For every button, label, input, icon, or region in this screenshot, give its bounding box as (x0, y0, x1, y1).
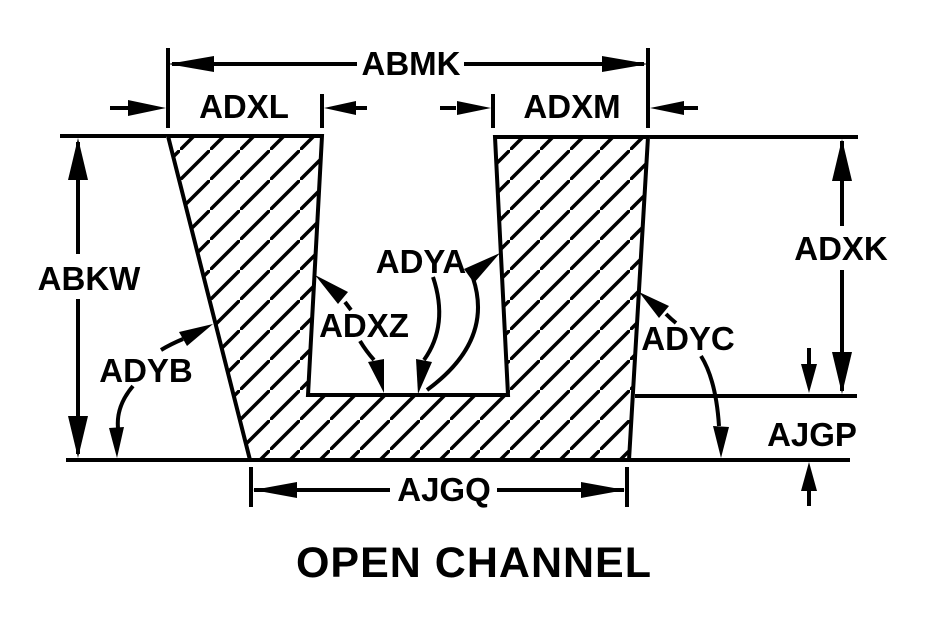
callout-adyb: ADYB (99, 324, 213, 458)
arrowhead-to-inner-left-wall (315, 275, 348, 304)
channel-cross-section-shape (165, 134, 651, 462)
dim-label-adxk: ADXK (794, 230, 888, 267)
arrowhead-left-pointing (324, 101, 356, 115)
arrowhead-to-outer-left-wall (179, 324, 213, 346)
leader-line (343, 300, 353, 312)
arrowhead-up (68, 138, 88, 180)
dim-adxm: ADXM (440, 88, 698, 128)
arrowhead-left-pointing (650, 101, 684, 115)
leader-line (422, 276, 442, 362)
leader-line (358, 339, 376, 362)
callout-adyc: ADYC (639, 292, 735, 458)
arrowhead-left (168, 56, 214, 72)
dim-label-adxm: ADXM (523, 88, 620, 125)
arrowhead-right-pointing (457, 101, 491, 115)
arrowhead-to-baseline (713, 426, 729, 458)
dim-label-adxz: ADXZ (319, 307, 409, 344)
dim-label-adya: ADYA (376, 243, 466, 280)
dim-ajgq: AJGQ (249, 467, 629, 508)
dim-ajgp: AJGP (767, 348, 857, 506)
arrowhead-down (832, 352, 852, 394)
dim-label-abmk: ABMK (362, 45, 461, 82)
callout-adya: ADYA (376, 243, 500, 394)
dim-label-ajgp: AJGP (767, 416, 857, 453)
dim-label-adxl: ADXL (199, 88, 289, 125)
arrowhead-up (832, 139, 852, 181)
dim-adxk: ADXK (794, 139, 888, 394)
diagram-title: OPEN CHANNEL (296, 539, 652, 587)
dim-label-abkw: ABKW (38, 260, 141, 297)
arrowhead-right (581, 482, 625, 498)
dim-label-ajgq: AJGQ (397, 471, 491, 508)
dim-label-adyc: ADYC (641, 320, 735, 357)
arrowhead-right-pointing (128, 100, 166, 116)
leader-line (159, 337, 184, 352)
arrowhead-down (801, 364, 817, 393)
leader-line (699, 354, 721, 427)
arrowhead-left (253, 482, 297, 498)
arrowhead-to-outer-right-wall (639, 292, 669, 318)
arrowhead-to-cavity-bottom (416, 359, 432, 394)
arrowhead-up (801, 462, 817, 491)
arrowhead-down (68, 416, 88, 458)
arrowhead-to-inner-right-wall (464, 253, 500, 283)
leader-line (115, 384, 135, 429)
dim-abmk: ABMK (166, 45, 650, 128)
arrowhead-right (602, 56, 648, 72)
leader-line (664, 312, 678, 325)
dim-label-adyb: ADYB (99, 352, 193, 389)
dim-adxl: ADXL (110, 88, 367, 128)
arrowhead-to-cavity-bottom (368, 359, 384, 393)
leader-arc (425, 277, 480, 392)
callout-adxz: ADXZ (315, 275, 409, 393)
arrowhead-to-baseline (109, 427, 124, 458)
dim-abkw: ABKW (38, 138, 141, 458)
